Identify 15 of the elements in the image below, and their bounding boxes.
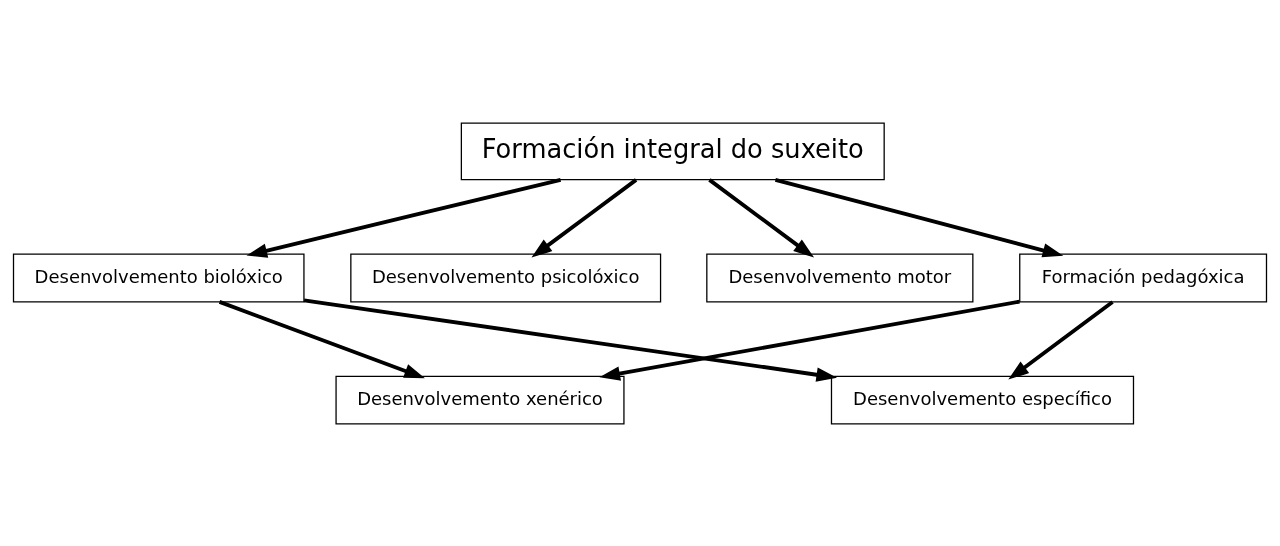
arrow (774, 177, 1064, 257)
node-box: Desenvolvemento motor (706, 253, 974, 302)
node-box: Desenvolvemento biolóxico (12, 253, 305, 302)
node-box: Desenvolvemento específico (830, 375, 1135, 424)
arrow (1008, 300, 1114, 380)
arrow (531, 177, 638, 258)
node-box: Formación pedagóxica (1019, 253, 1268, 302)
node-box: Formación integral do suxeito (460, 122, 885, 180)
arrow (708, 177, 815, 258)
arrow (599, 299, 1020, 381)
arrow (303, 297, 838, 382)
arrow (218, 299, 425, 378)
node-box: Desenvolvemento psicolóxico (350, 253, 662, 302)
arrow (246, 177, 562, 258)
node-box: Desenvolvemento xenérico (335, 375, 625, 424)
